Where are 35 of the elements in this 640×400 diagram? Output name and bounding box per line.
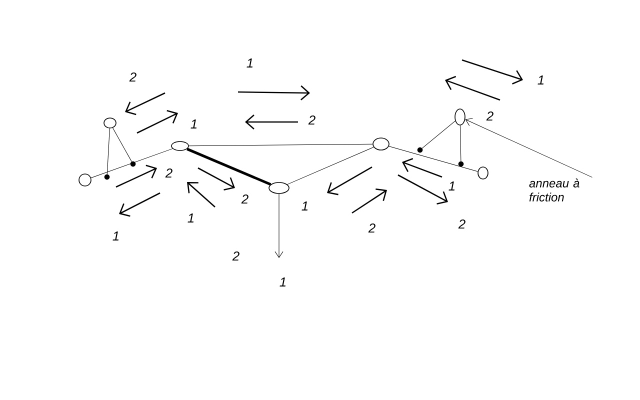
callout-number: 2 bbox=[486, 111, 494, 121]
rope-line bbox=[90, 148, 173, 178]
callout-number: 1 bbox=[302, 202, 308, 210]
callout-number: 2 bbox=[458, 219, 466, 229]
ring bbox=[478, 166, 488, 180]
callout-number: 2 bbox=[241, 194, 248, 204]
callout-number: 1 bbox=[246, 58, 253, 68]
rope-line bbox=[186, 148, 272, 186]
rope-line bbox=[106, 128, 110, 175]
ring bbox=[454, 108, 466, 126]
rope-line bbox=[287, 146, 374, 185]
rope-line bbox=[188, 144, 373, 146]
callout-number: 1 bbox=[188, 214, 194, 222]
ring bbox=[78, 174, 92, 186]
callout-number: 1 bbox=[112, 232, 119, 240]
load-arrow bbox=[274, 194, 284, 258]
rope-line bbox=[460, 125, 462, 162]
rope-line bbox=[388, 146, 478, 172]
ring bbox=[104, 118, 116, 128]
callout-number: 2 bbox=[308, 115, 316, 125]
ring bbox=[372, 138, 390, 150]
rope-line bbox=[422, 120, 456, 149]
callout-number: 2 bbox=[129, 72, 136, 82]
ring bbox=[268, 182, 290, 194]
callout-number: 2 bbox=[165, 168, 172, 178]
ring bbox=[171, 141, 189, 151]
caption-text: anneau à friction bbox=[529, 178, 580, 202]
callout-number: 1 bbox=[280, 278, 286, 286]
leader-line bbox=[465, 118, 592, 178]
rope-line bbox=[112, 128, 132, 162]
callout-number: 1 bbox=[190, 120, 197, 128]
callout-number: 2 bbox=[232, 251, 240, 261]
callout-number: 1 bbox=[448, 182, 455, 190]
callout-number: 1 bbox=[538, 76, 544, 84]
callout-number: 2 bbox=[368, 223, 376, 233]
